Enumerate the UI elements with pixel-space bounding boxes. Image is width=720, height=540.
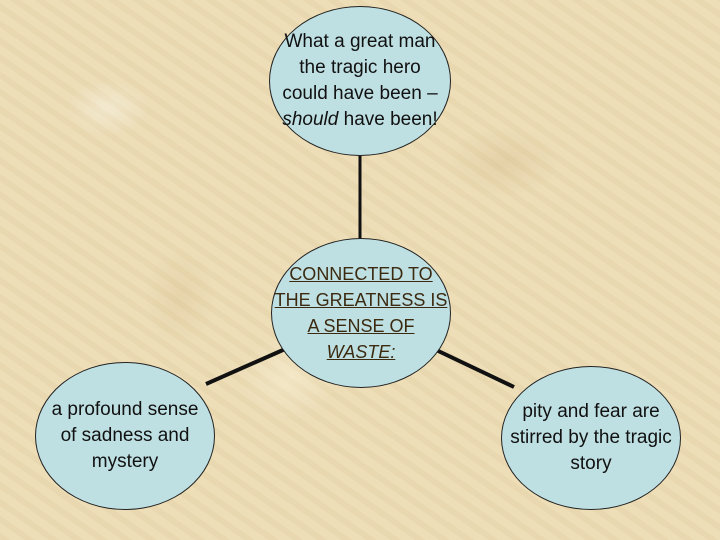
node-top-text: What a great man the tragic hero could h… [278, 29, 443, 133]
node-center-text-main: CONNECTED TO THE GREATNESS IS A SENSE OF [274, 264, 448, 336]
node-top-text-italic: should [282, 109, 339, 130]
node-center-text: CONNECTED TO THE GREATNESS IS A SENSE OF… [274, 261, 449, 365]
node-top-ellipse: What a great man the tragic hero could h… [269, 6, 451, 156]
node-left-text: a profound sense of sadness and mystery [51, 399, 199, 472]
node-right-ellipse: pity and fear are stirred by the tragic … [501, 366, 681, 510]
node-top-text-main: What a great man the tragic hero could h… [282, 31, 438, 104]
connector-center-left [205, 344, 293, 386]
node-top-text-end: have been! [338, 109, 438, 130]
node-center-text-italic: WASTE: [326, 342, 396, 362]
node-center-ellipse: CONNECTED TO THE GREATNESS IS A SENSE OF… [271, 238, 451, 388]
node-right-text: pity and fear are stirred by the tragic … [510, 401, 672, 474]
connector-center-right [431, 346, 515, 389]
node-left-ellipse: a profound sense of sadness and mystery [35, 362, 215, 510]
